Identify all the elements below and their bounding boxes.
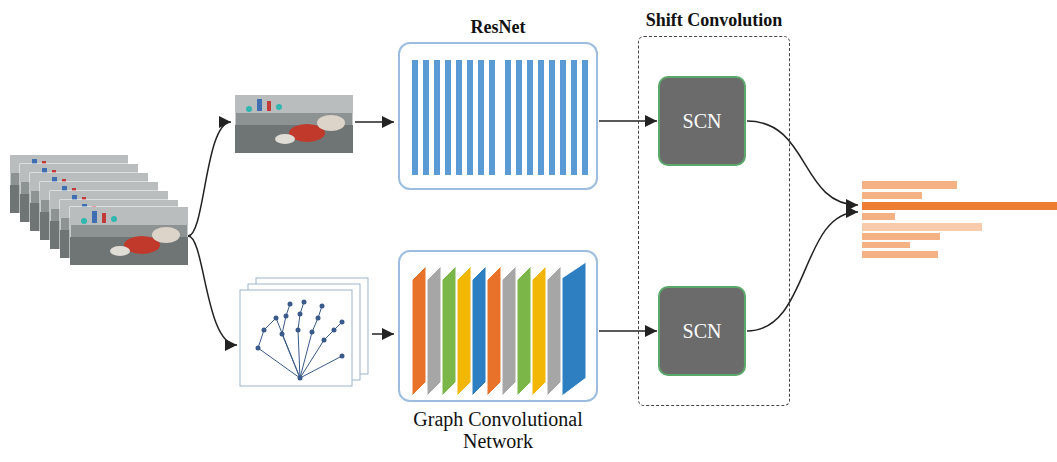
- process-box: SCN: [658, 76, 746, 166]
- connector-arrow: [599, 120, 657, 122]
- skeleton-frames: [240, 278, 368, 386]
- connector-arrow: [599, 330, 657, 332]
- node-heading: Shift Convolution: [646, 11, 783, 31]
- rgb-frame: [235, 95, 353, 153]
- node-heading: Graph Convolutional Network: [383, 408, 613, 452]
- module-group: Shift ConvolutionSCNSCN: [638, 36, 790, 406]
- resnet-layers: [412, 60, 588, 175]
- network-box: Graph Convolutional Network: [398, 250, 598, 402]
- process-box: SCN: [658, 286, 746, 376]
- score-bars: [862, 181, 1057, 258]
- input-frames: [10, 155, 188, 265]
- node-label: SCN: [683, 110, 722, 133]
- flow-arrows: [188, 121, 858, 345]
- network-box: ResNet: [398, 42, 598, 190]
- gcn-layers: [412, 262, 586, 396]
- node-heading: ResNet: [471, 18, 526, 38]
- node-label: SCN: [683, 320, 722, 343]
